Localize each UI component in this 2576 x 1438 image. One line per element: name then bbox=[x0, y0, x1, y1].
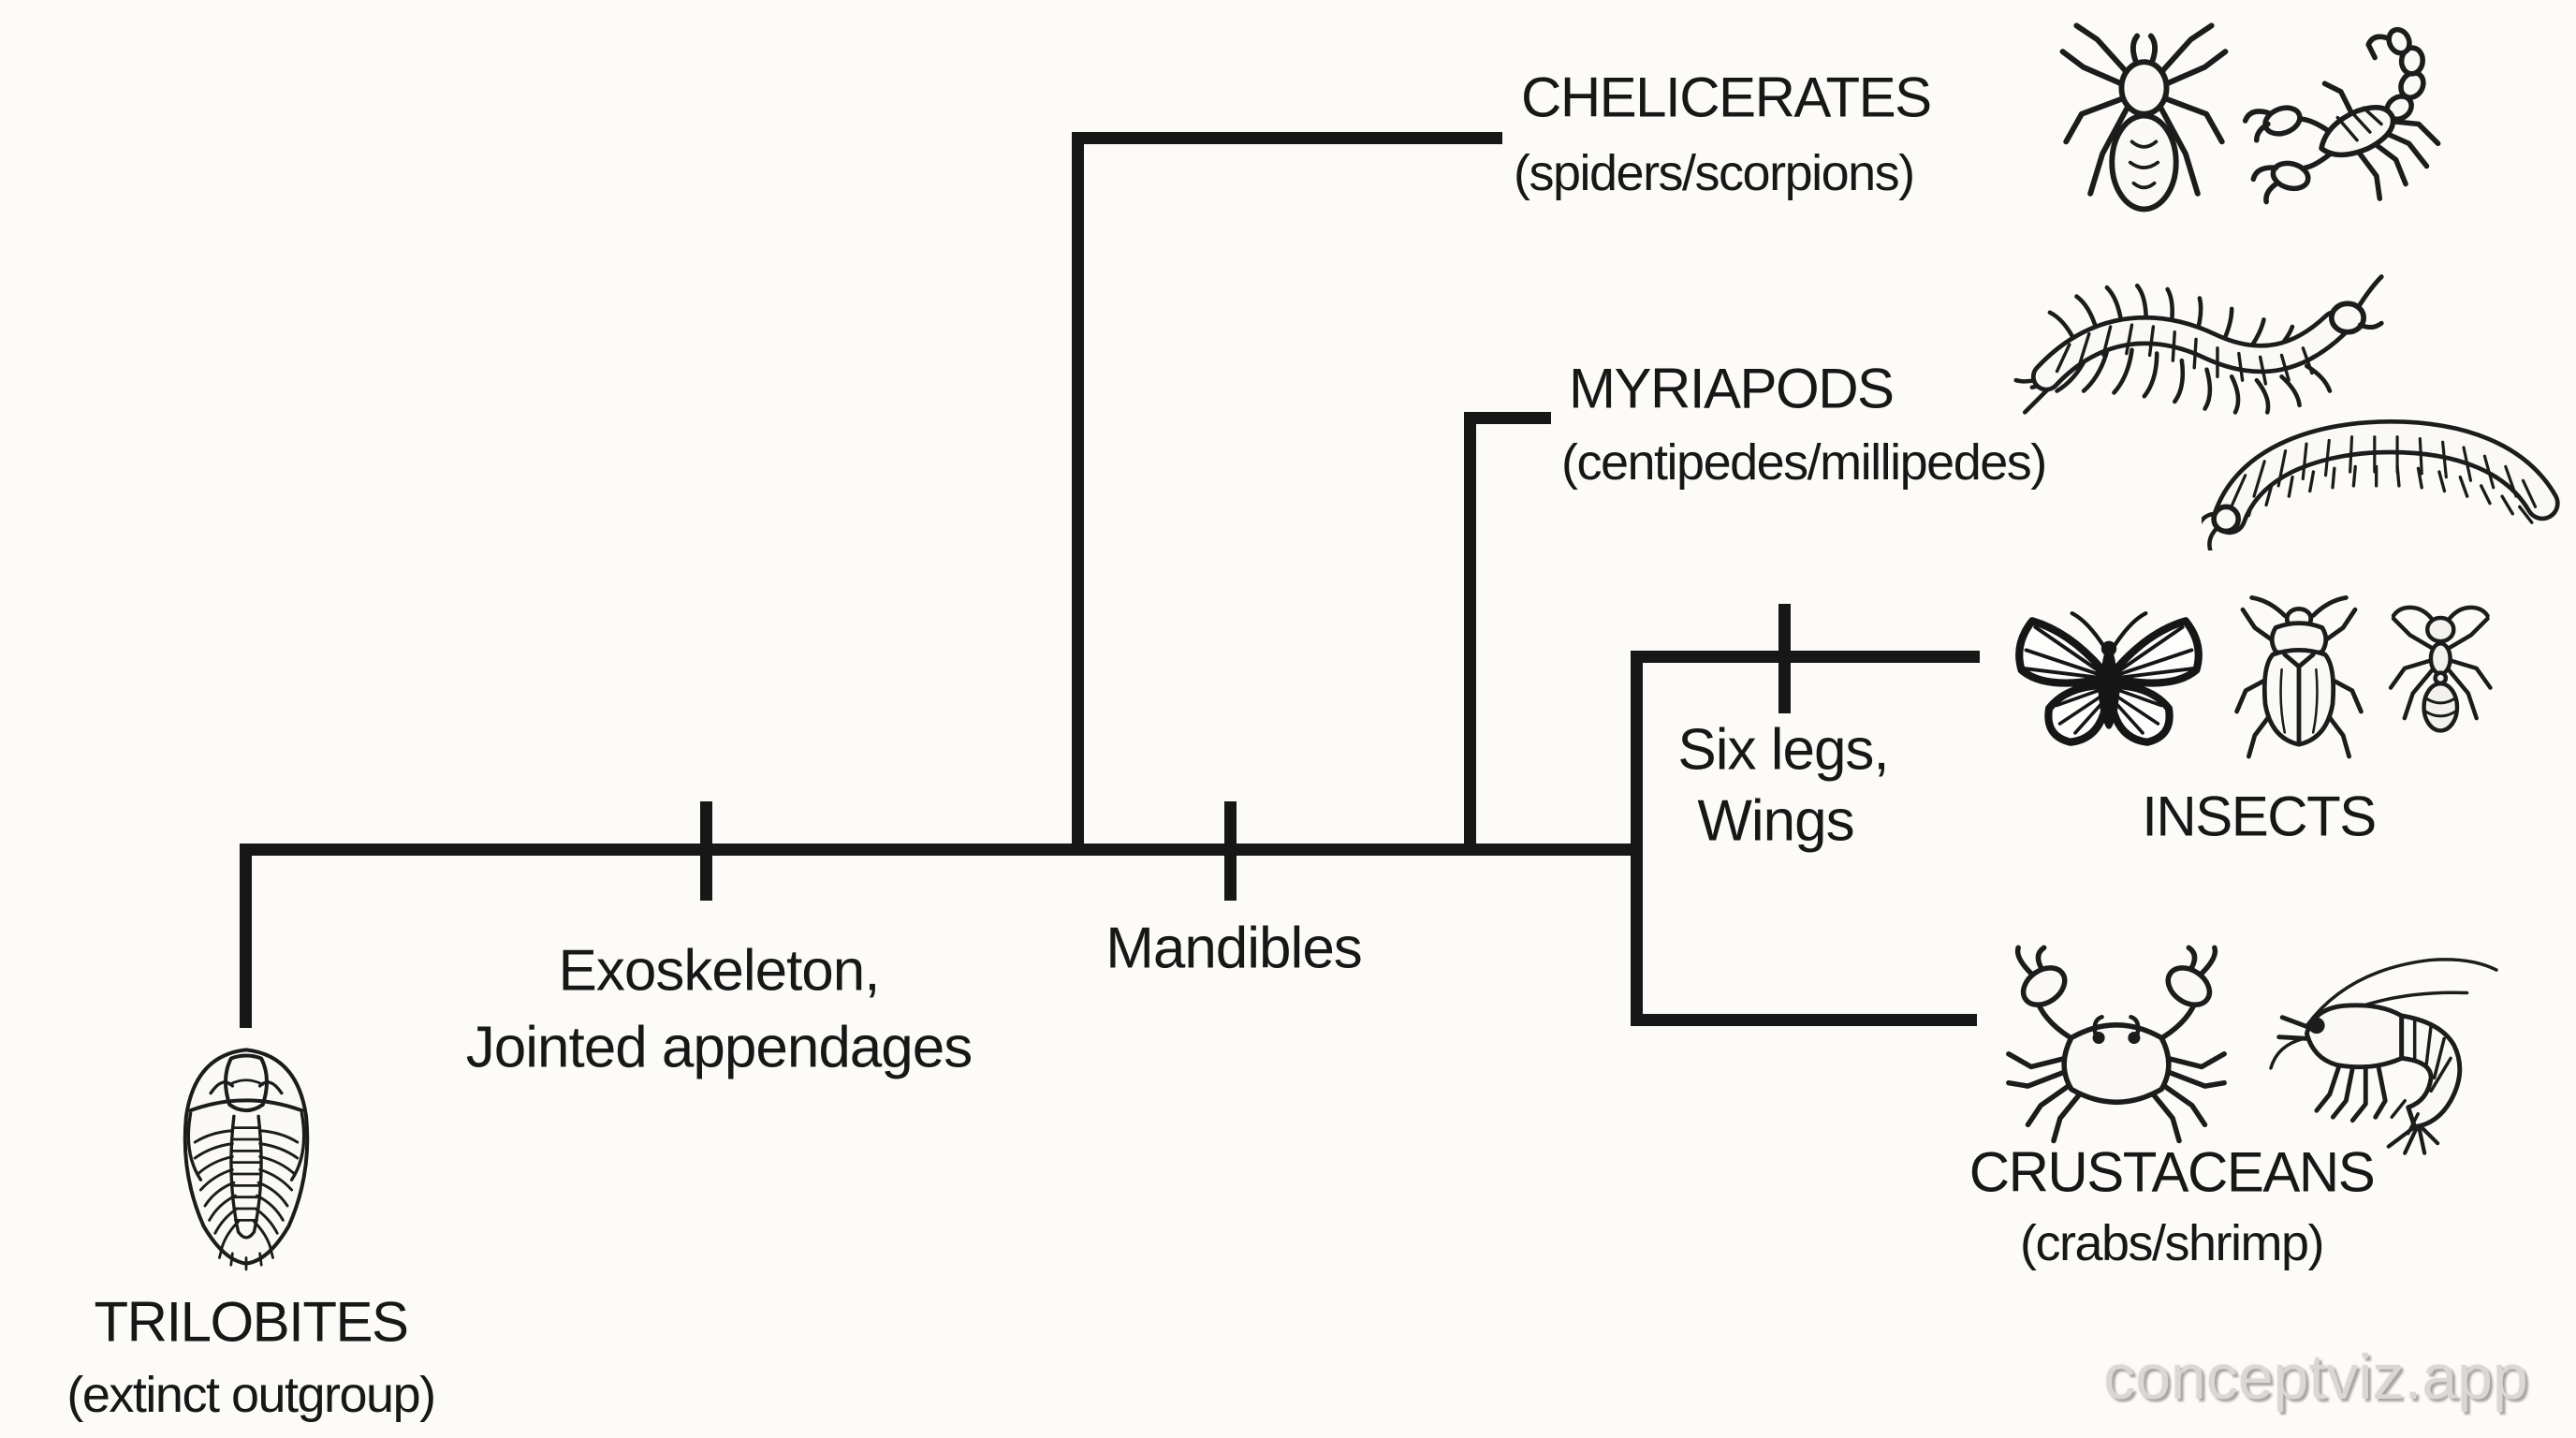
insect-crustacean-riser bbox=[1631, 651, 1643, 1026]
backbone-branch bbox=[246, 844, 1643, 856]
crab-icon bbox=[1996, 938, 2237, 1155]
chelicerates-riser bbox=[1072, 132, 1084, 856]
trait-label-six-legs-line1: Six legs, bbox=[1677, 717, 1889, 783]
taxon-label-crustaceans: CRUSTACEANS bbox=[1969, 1140, 2376, 1204]
taxon-sublabel-chelicerates: (spiders/scorpions) bbox=[1514, 145, 1915, 201]
trait-label-exoskeleton-line1: Exoskeleton, bbox=[558, 938, 881, 1004]
mandibles-trait-tick bbox=[1224, 801, 1237, 901]
exoskeleton-trait-tick bbox=[700, 801, 712, 901]
trilobites-branch bbox=[240, 844, 252, 1028]
taxon-label-chelicerates: CHELICERATES bbox=[1521, 66, 1932, 129]
shrimp-icon bbox=[2258, 944, 2503, 1165]
taxon-label-trilobites: TRILOBITES bbox=[94, 1290, 409, 1354]
centipede-icon bbox=[2011, 270, 2385, 439]
watermark: conceptviz.app bbox=[2103, 1342, 2528, 1413]
spider-icon bbox=[2057, 17, 2231, 251]
beetle-icon bbox=[2228, 592, 2370, 764]
taxon-sublabel-myriapods: (centipedes/millipedes) bbox=[1561, 434, 2047, 491]
taxon-sublabel-crustaceans: (crabs/shrimp) bbox=[2019, 1215, 2325, 1271]
ant-icon bbox=[2382, 599, 2500, 758]
myriapods-branch bbox=[1464, 412, 1551, 424]
insects-branch bbox=[1631, 651, 1980, 663]
trait-label-exoskeleton-line2: Jointed appendages bbox=[465, 1015, 973, 1080]
trilobite-icon bbox=[170, 1041, 322, 1272]
six-legs-trait-tick bbox=[1778, 604, 1791, 713]
scorpion-icon bbox=[2237, 23, 2448, 242]
crustaceans-branch bbox=[1631, 1014, 1977, 1026]
taxon-label-insects: INSECTS bbox=[2142, 785, 2377, 848]
butterfly-icon bbox=[2001, 601, 2217, 762]
myriapods-riser bbox=[1464, 412, 1476, 856]
taxon-sublabel-trilobites: (extinct outgroup) bbox=[66, 1367, 436, 1423]
taxon-label-myriapods: MYRIAPODS bbox=[1569, 357, 1895, 420]
trait-label-mandibles: Mandibles bbox=[1105, 916, 1363, 981]
trait-label-six-legs-line2: Wings bbox=[1697, 788, 1854, 854]
millipede-icon bbox=[2202, 419, 2569, 550]
chelicerates-branch bbox=[1072, 132, 1502, 144]
